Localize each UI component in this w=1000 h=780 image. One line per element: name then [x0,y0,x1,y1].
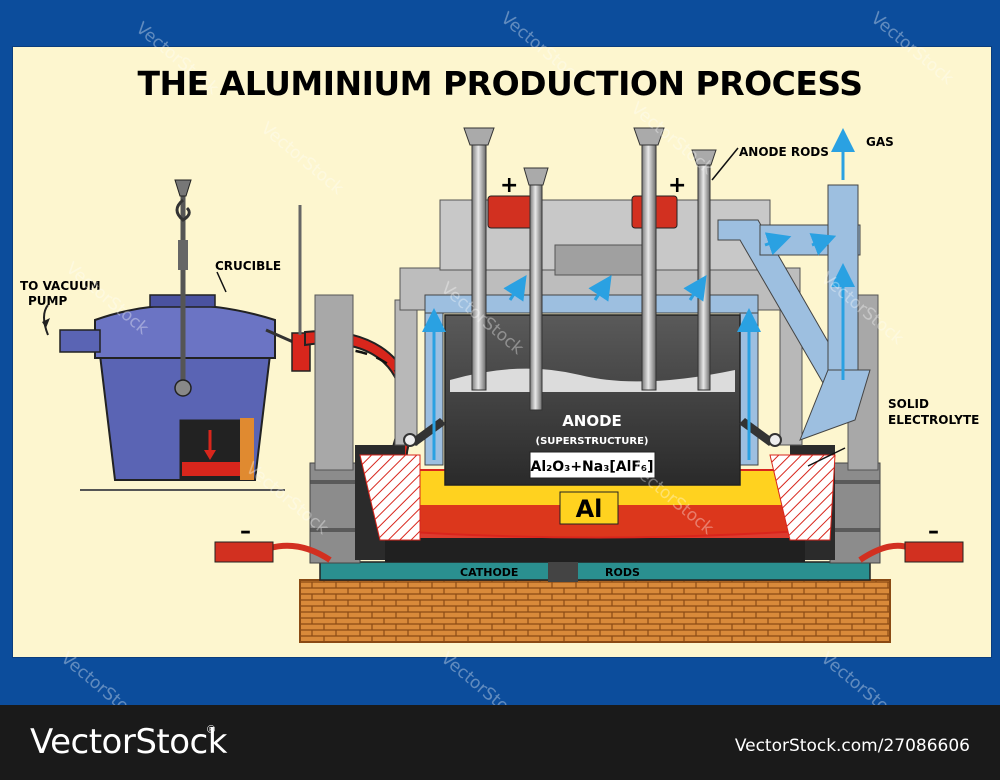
label-anode: ANODE [562,412,622,430]
label-crucible: CRUCIBLE [215,259,281,273]
label-cathode: CATHODE [460,566,518,579]
label-solid-electrolyte-1: SOLID [888,397,929,411]
label-rods: RODS [605,566,640,579]
label-anode-rods: ANODE RODS [739,145,829,159]
footer-logo: VectorStock [30,722,227,762]
minus-sign-right: – [928,519,939,544]
crucible [42,179,311,491]
label-gas: GAS [866,135,894,149]
label-to-vacuum-pump-2: PUMP [28,294,67,308]
label-superstructure: (SUPERSTRUCTURE) [536,436,649,447]
plus-sign-right: + [668,173,686,198]
plus-sign-left: + [500,173,518,198]
footer-bar [0,705,1000,780]
al-box [559,491,619,525]
minus-sign-left: – [240,519,251,544]
footer-registered-mark: ® [207,724,216,736]
cell-structure [214,127,964,643]
label-al: Al [576,495,603,523]
label-solid-electrolyte-2: ELECTROLYTE [888,413,979,427]
label-to-vacuum-pump-1: TO VACUUM [20,279,101,293]
page-title: THE ALUMINIUM PRODUCTION PROCESS [137,64,863,103]
label-formula: Al₂O₃+Na₃[AlF₆] [531,459,654,475]
formula-box [529,451,656,479]
svg-text:VectorStock: VectorStock [257,119,348,199]
gas-flow-arrows [422,128,855,460]
footer-image-id: VectorStock.com/27086606 [734,736,970,756]
